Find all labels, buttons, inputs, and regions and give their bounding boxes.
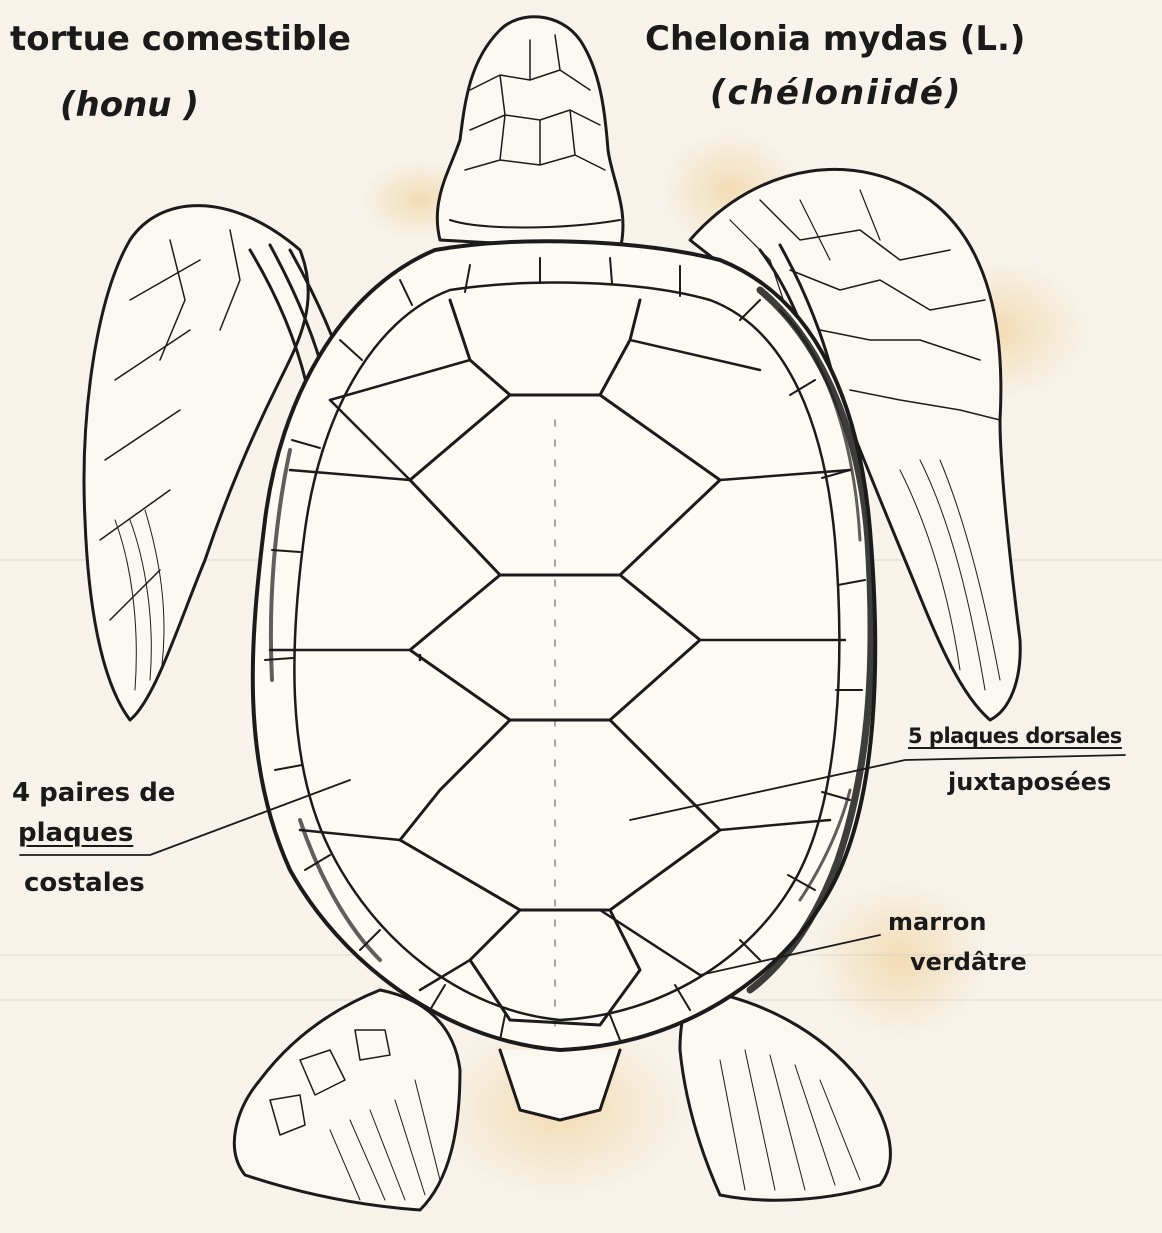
costal-label-line2: plaques xyxy=(18,820,133,846)
costal-label-line3: costales xyxy=(24,870,145,896)
scientific-name: Chelonia mydas (L.) xyxy=(645,22,1025,56)
color-label-line2: verdâtre xyxy=(910,950,1027,974)
dorsal-label-line2: juxtaposées xyxy=(948,770,1111,794)
carapace xyxy=(253,241,875,1050)
color-label-line1: marron xyxy=(888,910,986,934)
local-name: (honu ) xyxy=(60,88,199,122)
family-name: (chéloniidé) xyxy=(710,76,962,110)
turtle-head xyxy=(437,17,623,250)
dorsal-label-line1: 5 plaques dorsales xyxy=(908,726,1122,747)
common-name: tortue comestible xyxy=(10,22,351,56)
left-rear-flipper xyxy=(234,990,460,1210)
costal-label-line1: 4 paires de xyxy=(12,780,175,806)
